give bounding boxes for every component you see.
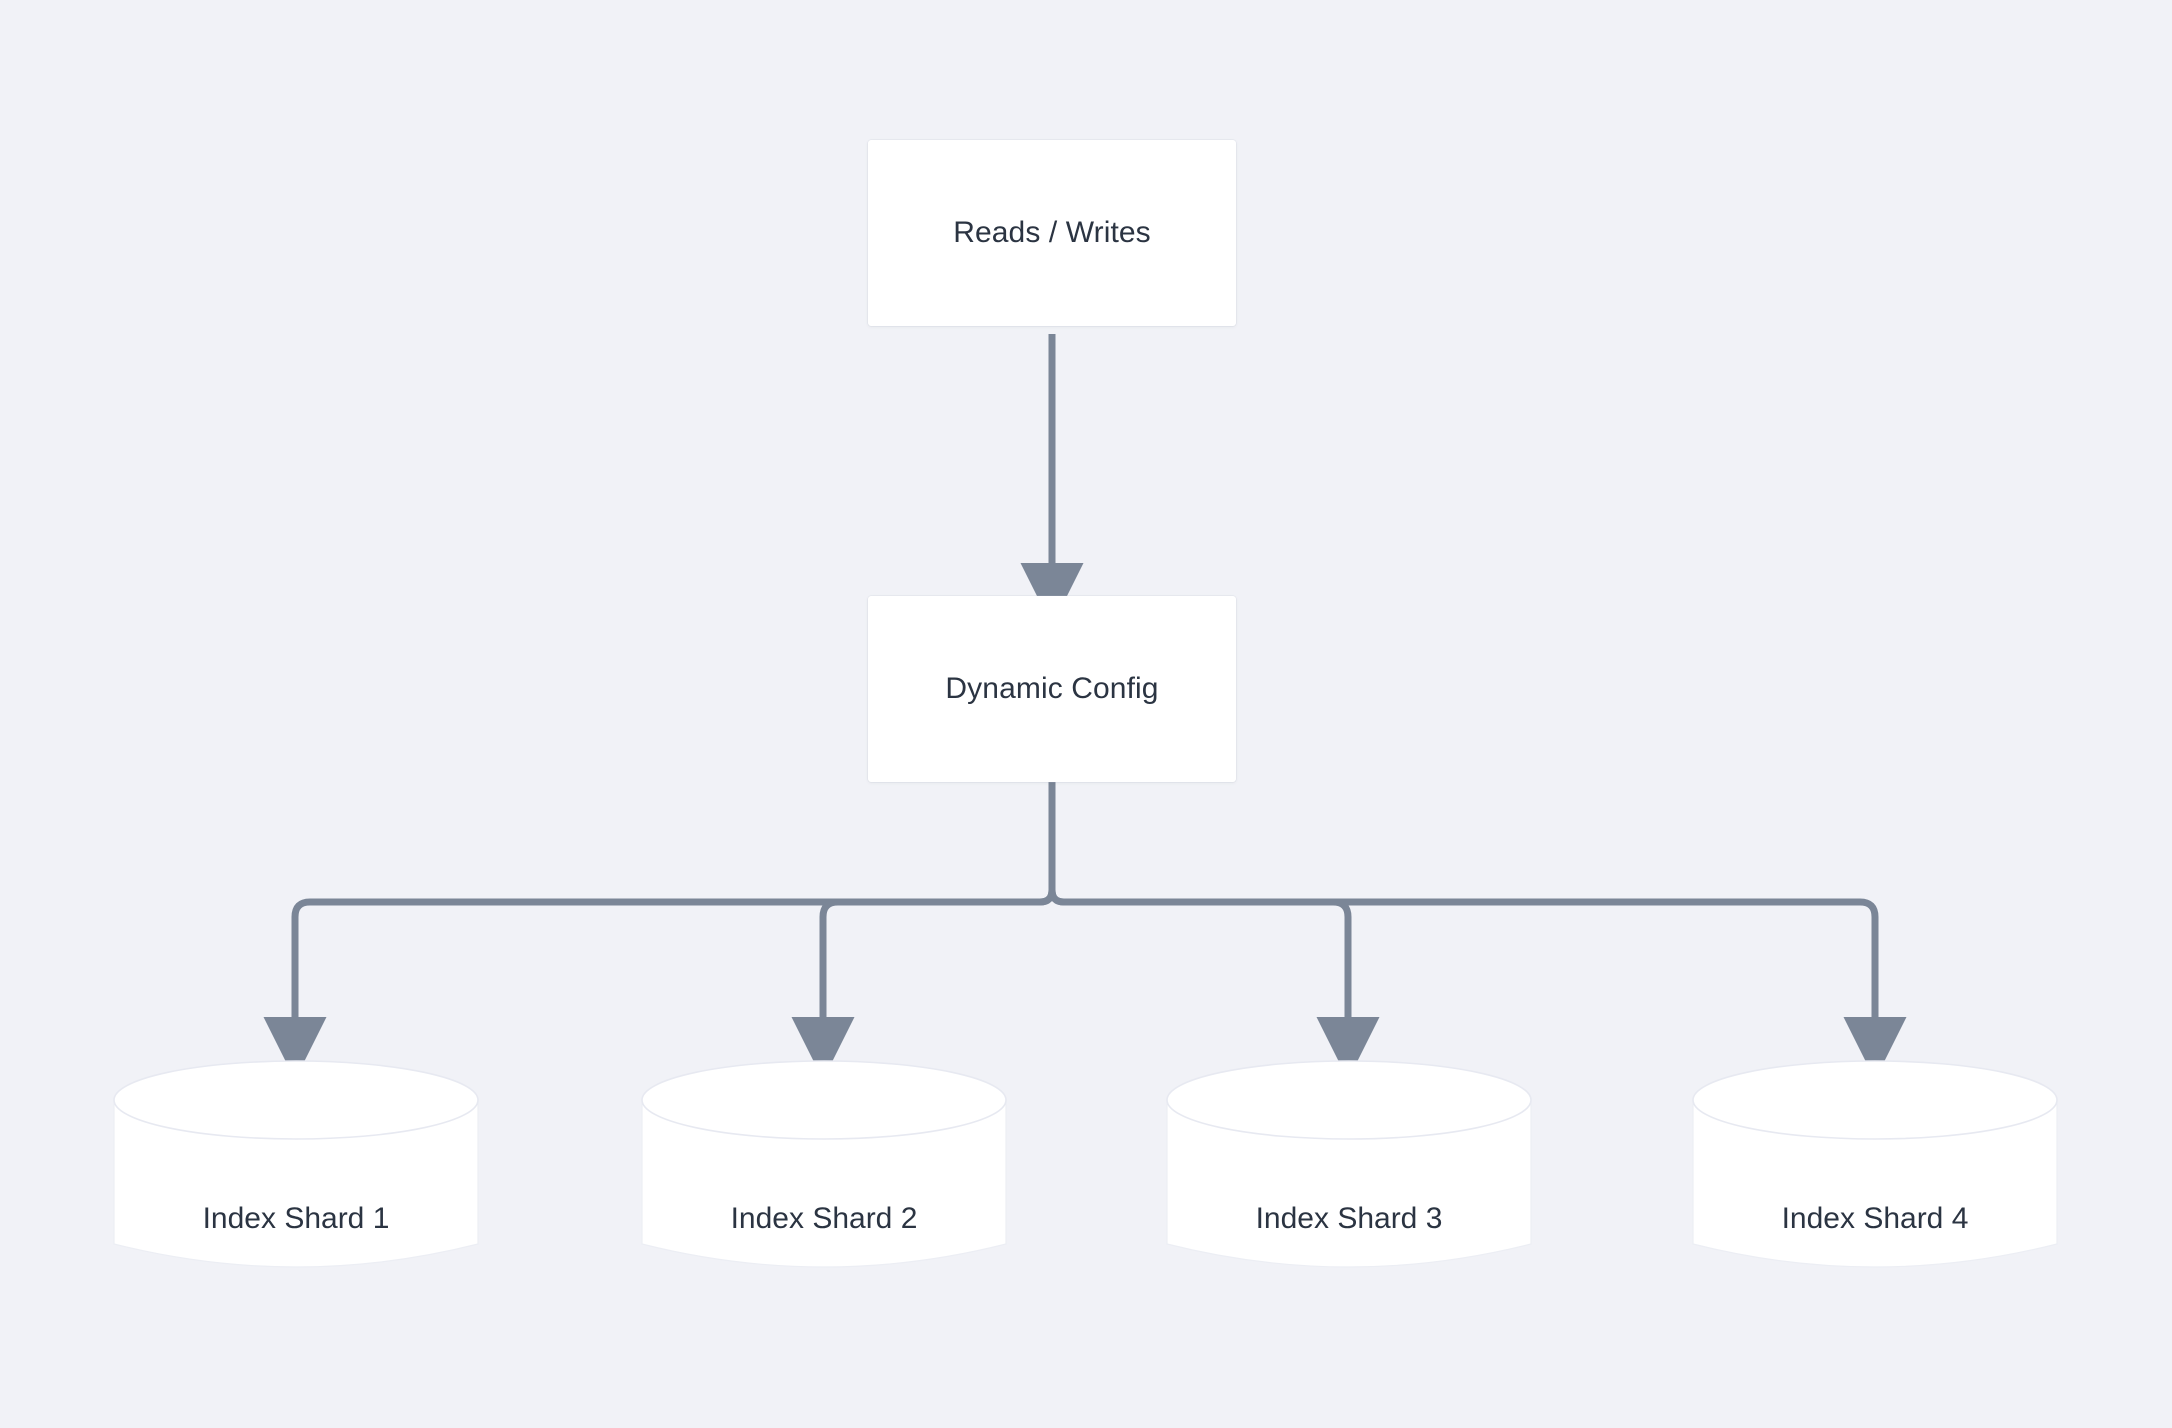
node-reads-writes[interactable]: Reads / Writes	[868, 140, 1236, 326]
node-reads-writes-label: Reads / Writes	[953, 216, 1151, 249]
node-index-shard-2[interactable]: Index Shard 2	[639, 1058, 1009, 1288]
node-index-shard-2-label: Index Shard 2	[730, 1202, 918, 1235]
node-index-shard-4[interactable]: Index Shard 4	[1690, 1058, 2060, 1288]
node-dynamic-config-label: Dynamic Config	[945, 672, 1159, 705]
cylinder-shape-1	[113, 1060, 479, 1268]
cylinder-shape-3	[1166, 1060, 1532, 1268]
edge-dynamic-config-to-index-shard-3	[1048, 889, 1380, 1080]
edge-dynamic-config-to-index-shard-1	[263, 889, 1056, 1080]
node-index-shard-1-label: Index Shard 1	[202, 1202, 390, 1235]
edge-dynamic-config-to-index-shard-4	[1048, 889, 1907, 1080]
node-index-shard-4-label: Index Shard 4	[1781, 1202, 1969, 1235]
cylinder-shape-4	[1692, 1060, 2058, 1268]
node-index-shard-3-label: Index Shard 3	[1255, 1202, 1443, 1235]
node-index-shard-3[interactable]: Index Shard 3	[1164, 1058, 1534, 1288]
edge-dynamic-config-to-index-shard-2	[791, 889, 1056, 1080]
node-index-shard-1[interactable]: Index Shard 1	[111, 1058, 481, 1288]
cylinder-shape-2	[641, 1060, 1007, 1268]
node-dynamic-config[interactable]: Dynamic Config	[868, 596, 1236, 782]
